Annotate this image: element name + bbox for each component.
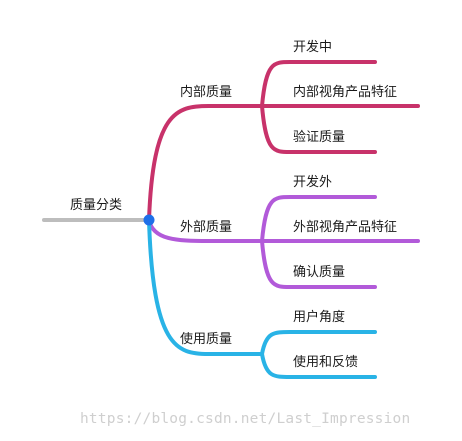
branch-quality-in-use-label[interactable]: 使用质量 — [180, 332, 233, 347]
leaf-internal-view-features-label[interactable]: 内部视角产品特征 — [293, 85, 398, 100]
leaf-in-development-label[interactable]: 开发中 — [293, 40, 333, 55]
watermark-text: https://blog.csdn.net/Last_Impression — [80, 411, 411, 427]
root-joint-dot[interactable] — [143, 214, 155, 226]
leaf-internal-quality-2-connector — [260, 104, 377, 154]
root-node-label[interactable]: 质量分类 — [70, 198, 123, 213]
leaf-internal-quality-0-connector — [260, 60, 377, 108]
branch-quality-in-use-connector — [147, 218, 264, 356]
leaf-outside-development-label[interactable]: 开发外 — [293, 175, 333, 190]
leaf-external-quality-0-connector — [260, 195, 377, 243]
branch-external-quality-label[interactable]: 外部质量 — [180, 220, 233, 235]
branch-internal-quality-connector — [147, 104, 264, 222]
branch-internal-quality-label[interactable]: 内部质量 — [180, 85, 233, 100]
leaf-quality-in-use-1-connector — [260, 352, 377, 379]
leaf-external-view-features-label[interactable]: 外部视角产品特征 — [293, 220, 398, 235]
leaf-quality-in-use-0-connector — [260, 330, 377, 356]
leaf-validation-quality-label[interactable]: 确认质量 — [293, 265, 346, 280]
leaf-verification-quality-label[interactable]: 验证质量 — [293, 130, 346, 145]
leaf-use-and-feedback-label[interactable]: 使用和反馈 — [293, 355, 359, 370]
leaf-user-perspective-label[interactable]: 用户角度 — [293, 310, 346, 325]
leaf-external-quality-2-connector — [260, 239, 377, 289]
mindmap-edges — [42, 60, 420, 379]
